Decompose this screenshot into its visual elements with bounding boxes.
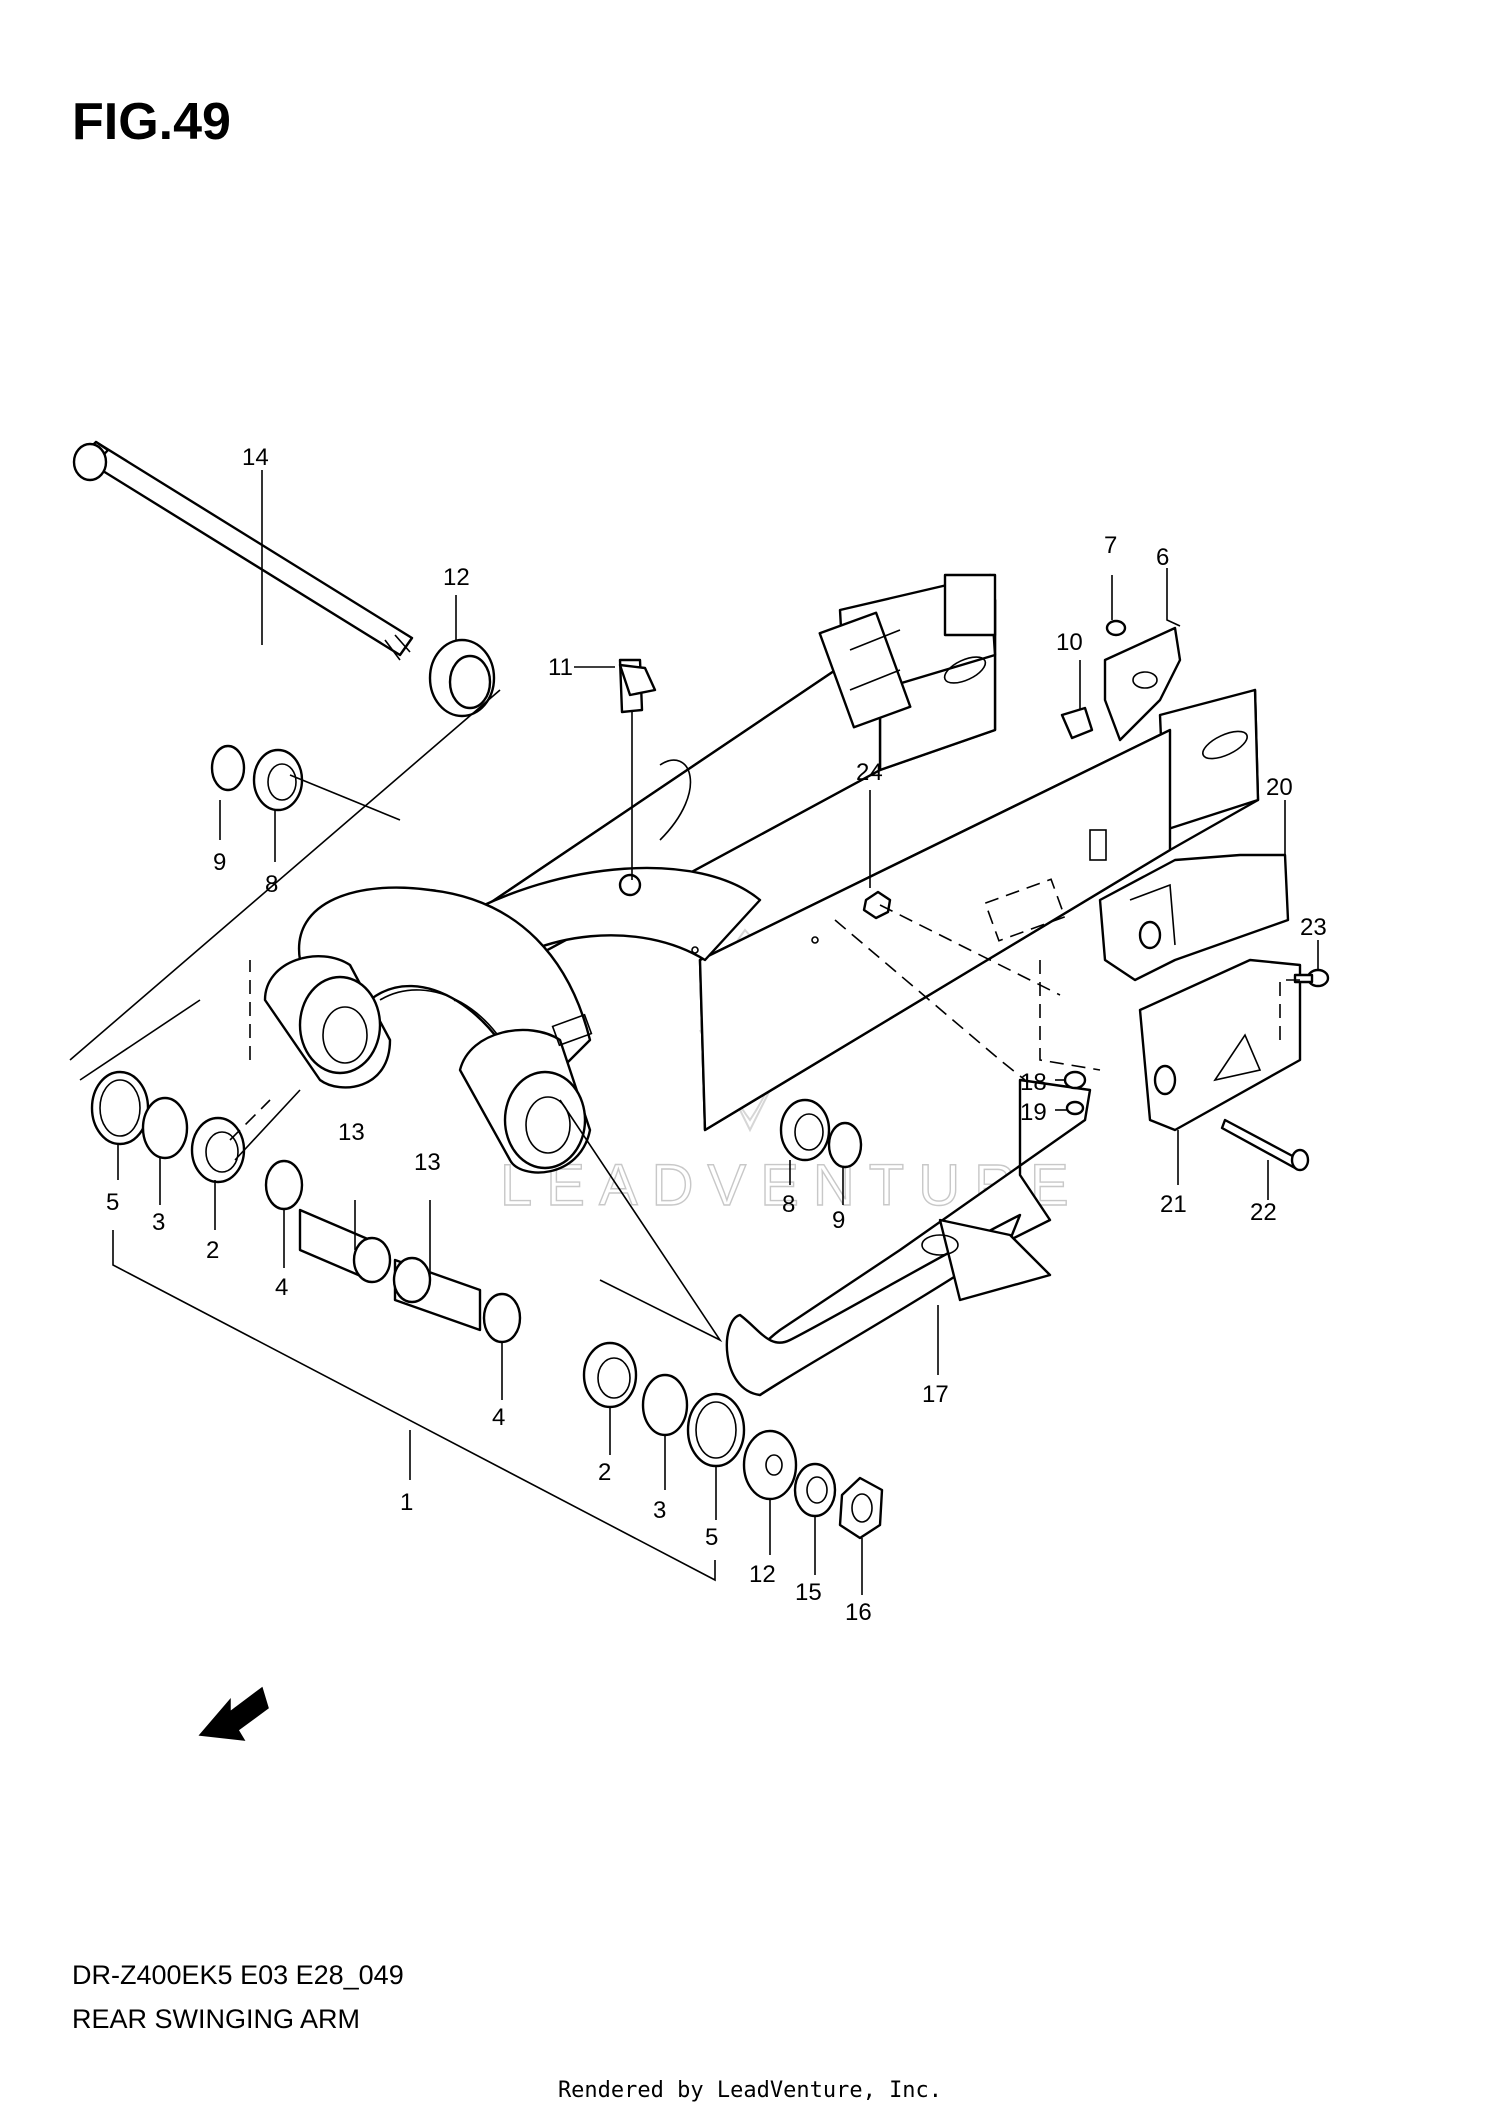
callout-19: 19 [1020, 1099, 1047, 1126]
assembly-guide-lines [69, 689, 1300, 1343]
callout-1: 1 [400, 1489, 413, 1516]
pivot-shaft-part-14 [72, 440, 414, 661]
bearing-part-2-left [190, 1116, 246, 1184]
callout-13-left: 13 [338, 1119, 365, 1146]
callout-7: 7 [1104, 532, 1117, 559]
swing-arm-body [263, 573, 1260, 1174]
callout-4-right: 4 [492, 1404, 505, 1431]
chain-guide-part-20 [1098, 853, 1290, 982]
callout-11: 11 [548, 654, 573, 681]
callout-13-right: 13 [414, 1149, 441, 1176]
nut-part-24 [862, 890, 892, 920]
callout-18: 18 [1020, 1069, 1047, 1096]
oil-seal-part-9-right [827, 1121, 863, 1169]
callout-2-left: 2 [206, 1237, 219, 1264]
leader-lines [112, 470, 1319, 1595]
bearing-part-8-left [252, 748, 304, 812]
callout-22: 22 [1250, 1199, 1277, 1226]
grease-nipple-part-11 [618, 658, 657, 880]
oil-seal-part-9-left [210, 744, 246, 792]
callout-2-right: 2 [598, 1459, 611, 1486]
callout-labels: 14 12 11 7 6 10 24 20 23 18 19 21 22 17 … [106, 444, 1327, 1626]
callout-21: 21 [1160, 1191, 1187, 1218]
callout-17: 17 [922, 1381, 949, 1408]
nut-part-16 [838, 1476, 884, 1540]
callout-23: 23 [1300, 914, 1327, 941]
bolt-part-18 [1063, 1070, 1087, 1090]
assembly-name: REAR SWINGING ARM [72, 2004, 361, 2034]
bearing-part-8-right [779, 1098, 831, 1162]
bolt-part-22 [1220, 1118, 1310, 1172]
spacer-part-13-right [392, 1256, 482, 1332]
washer-part-3-left [141, 1096, 189, 1160]
chain-guide-part-21 [1138, 958, 1302, 1132]
bearing-part-2-right [582, 1341, 638, 1409]
callout-4-left: 4 [275, 1274, 288, 1301]
callout-5-right: 5 [705, 1524, 718, 1551]
callout-15: 15 [795, 1579, 822, 1606]
callout-14: 14 [242, 444, 269, 471]
callout-10: 10 [1056, 629, 1083, 656]
callout-8-left: 8 [265, 871, 278, 898]
bolt-part-10 [1060, 706, 1094, 740]
callout-3-right: 3 [653, 1497, 666, 1524]
chain-buffer-part-17 [725, 1078, 1092, 1397]
washer-part-15 [793, 1462, 837, 1518]
callout-5-left: 5 [106, 1189, 119, 1216]
callout-9-left: 9 [213, 849, 226, 876]
callout-6: 6 [1156, 544, 1169, 571]
washer-part-12-lower [742, 1429, 798, 1501]
callout-3-left: 3 [152, 1209, 165, 1236]
chain-guide-bracket-part-6 [1103, 626, 1182, 742]
model-code: DR-Z400EK5 E03 E28_049 [72, 1960, 404, 1990]
bolt-part-7 [1105, 619, 1127, 637]
spacer-part-13-left [298, 1208, 392, 1284]
callout-24: 24 [856, 759, 883, 786]
washer-part-3-right [641, 1373, 689, 1437]
forward-arrow-icon: FWD [198, 1686, 269, 1741]
rendered-by-credit: Rendered by LeadVenture, Inc. [557, 2078, 943, 2103]
callout-20: 20 [1266, 774, 1293, 801]
oil-seal-part-4-right [482, 1292, 522, 1344]
callout-8-right: 8 [782, 1191, 795, 1218]
washer-part-19 [1065, 1100, 1085, 1116]
oil-seal-part-4-left [264, 1159, 304, 1211]
washer-part-12-upper [428, 638, 496, 718]
oil-seal-part-5-right [686, 1392, 746, 1468]
callout-9-right: 9 [832, 1207, 845, 1234]
callout-12-lower: 12 [749, 1561, 776, 1588]
figure-title: FIG.49 [72, 93, 231, 151]
callout-12-upper: 12 [443, 564, 470, 591]
oil-seal-part-5-left [90, 1070, 150, 1146]
callout-16: 16 [845, 1599, 872, 1626]
